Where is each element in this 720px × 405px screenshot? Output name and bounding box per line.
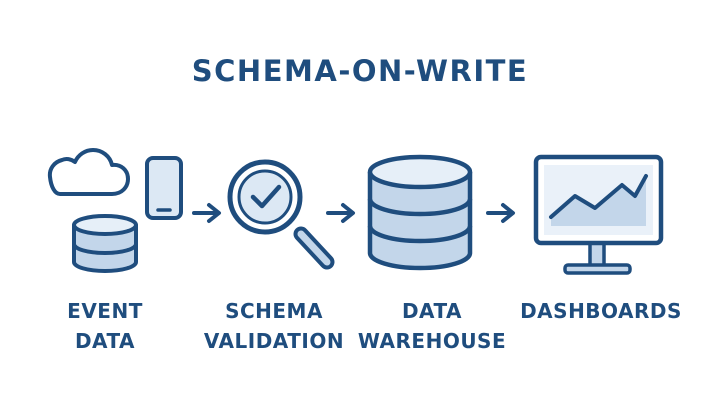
step-label-dashboards: DASHBOARDS xyxy=(516,296,686,326)
cloud-icon xyxy=(47,148,130,196)
magnifier-check-icon xyxy=(227,159,335,270)
step-label-data-warehouse: DATA WAREHOUSE xyxy=(352,296,512,356)
label-line: DASHBOARDS xyxy=(520,299,682,323)
monitor-chart-icon xyxy=(533,154,664,275)
label-line: WAREHOUSE xyxy=(357,329,507,353)
mobile-phone-icon xyxy=(145,156,183,220)
label-line: DATA xyxy=(401,299,463,323)
diagram-title: SCHEMA-ON-WRITE xyxy=(191,54,529,88)
arrow-right-icon xyxy=(326,203,355,223)
step-label-event-data: EVENT DATA xyxy=(55,296,155,356)
step-label-schema-validation: SCHEMA VALIDATION xyxy=(199,296,349,356)
event-data-icon-group xyxy=(47,148,183,273)
arrow-right-icon xyxy=(486,203,515,223)
label-line: VALIDATION xyxy=(203,329,345,353)
database-icon xyxy=(367,154,473,271)
label-line: SCHEMA xyxy=(225,299,323,323)
database-icon xyxy=(72,214,138,273)
label-line: DATA xyxy=(74,329,136,353)
arrow-right-icon xyxy=(192,203,221,223)
label-line: EVENT xyxy=(67,299,143,323)
